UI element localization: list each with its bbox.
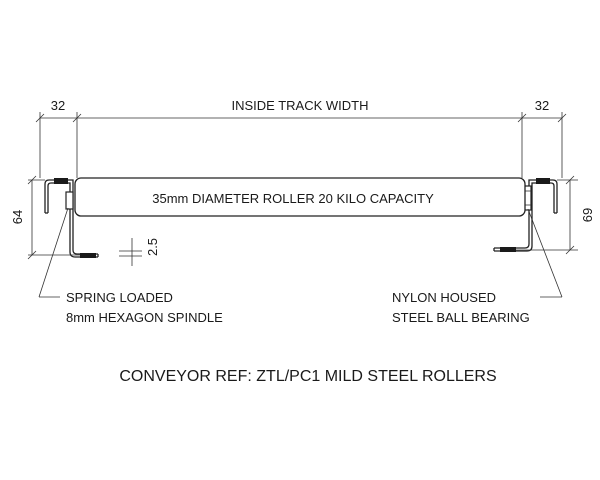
leader-right bbox=[527, 208, 563, 298]
frame-path bbox=[47, 182, 98, 258]
dim-lip-thickness: 2.5 bbox=[145, 238, 160, 256]
leader-lines bbox=[38, 207, 563, 298]
dim-right-end-width: 32 bbox=[535, 98, 549, 113]
thickness-dimension: 2.5 bbox=[119, 238, 160, 266]
left-side-frame bbox=[44, 178, 99, 258]
tick bbox=[27, 250, 37, 260]
dim-inside-track-width: INSIDE TRACK WIDTH bbox=[232, 98, 369, 113]
bottom-lip-left bbox=[80, 253, 96, 258]
right-height-dimension: 69 bbox=[516, 175, 595, 255]
dim-right-height: 69 bbox=[580, 208, 595, 222]
frame-path bbox=[494, 182, 555, 252]
dim-left-end-width: 32 bbox=[51, 98, 65, 113]
tick bbox=[27, 175, 37, 185]
tick bbox=[35, 113, 45, 123]
left-height-dimension: 64 bbox=[10, 175, 80, 260]
leader-left bbox=[38, 207, 69, 298]
frame-path bbox=[494, 179, 558, 249]
frame-path bbox=[44, 179, 98, 255]
top-dimensions: 32 INSIDE TRACK WIDTH 32 bbox=[35, 98, 567, 178]
callout-right-line1: NYLON HOUSED bbox=[392, 290, 496, 305]
roller-tube: 35mm DIAMETER ROLLER 20 KILO CAPACITY bbox=[74, 177, 526, 217]
top-lip-left bbox=[54, 178, 68, 184]
tick bbox=[72, 113, 82, 123]
callout-right-line2: STEEL BALL BEARING bbox=[392, 310, 530, 325]
roller-label: 35mm DIAMETER ROLLER 20 KILO CAPACITY bbox=[152, 191, 434, 206]
tick bbox=[565, 175, 575, 185]
callout-left-line2: 8mm HEXAGON SPINDLE bbox=[66, 310, 223, 325]
conveyor-reference: CONVEYOR REF: ZTL/PC1 MILD STEEL ROLLERS bbox=[119, 368, 496, 385]
tick bbox=[565, 245, 575, 255]
callout-left-line1: SPRING LOADED bbox=[66, 290, 173, 305]
tick bbox=[517, 113, 527, 123]
roller-body bbox=[74, 177, 526, 217]
spindle-left bbox=[65, 191, 74, 210]
top-lip-right bbox=[536, 178, 550, 184]
tick bbox=[557, 113, 567, 123]
bottom-lip-right bbox=[500, 247, 516, 252]
dim-left-height: 64 bbox=[10, 210, 25, 224]
